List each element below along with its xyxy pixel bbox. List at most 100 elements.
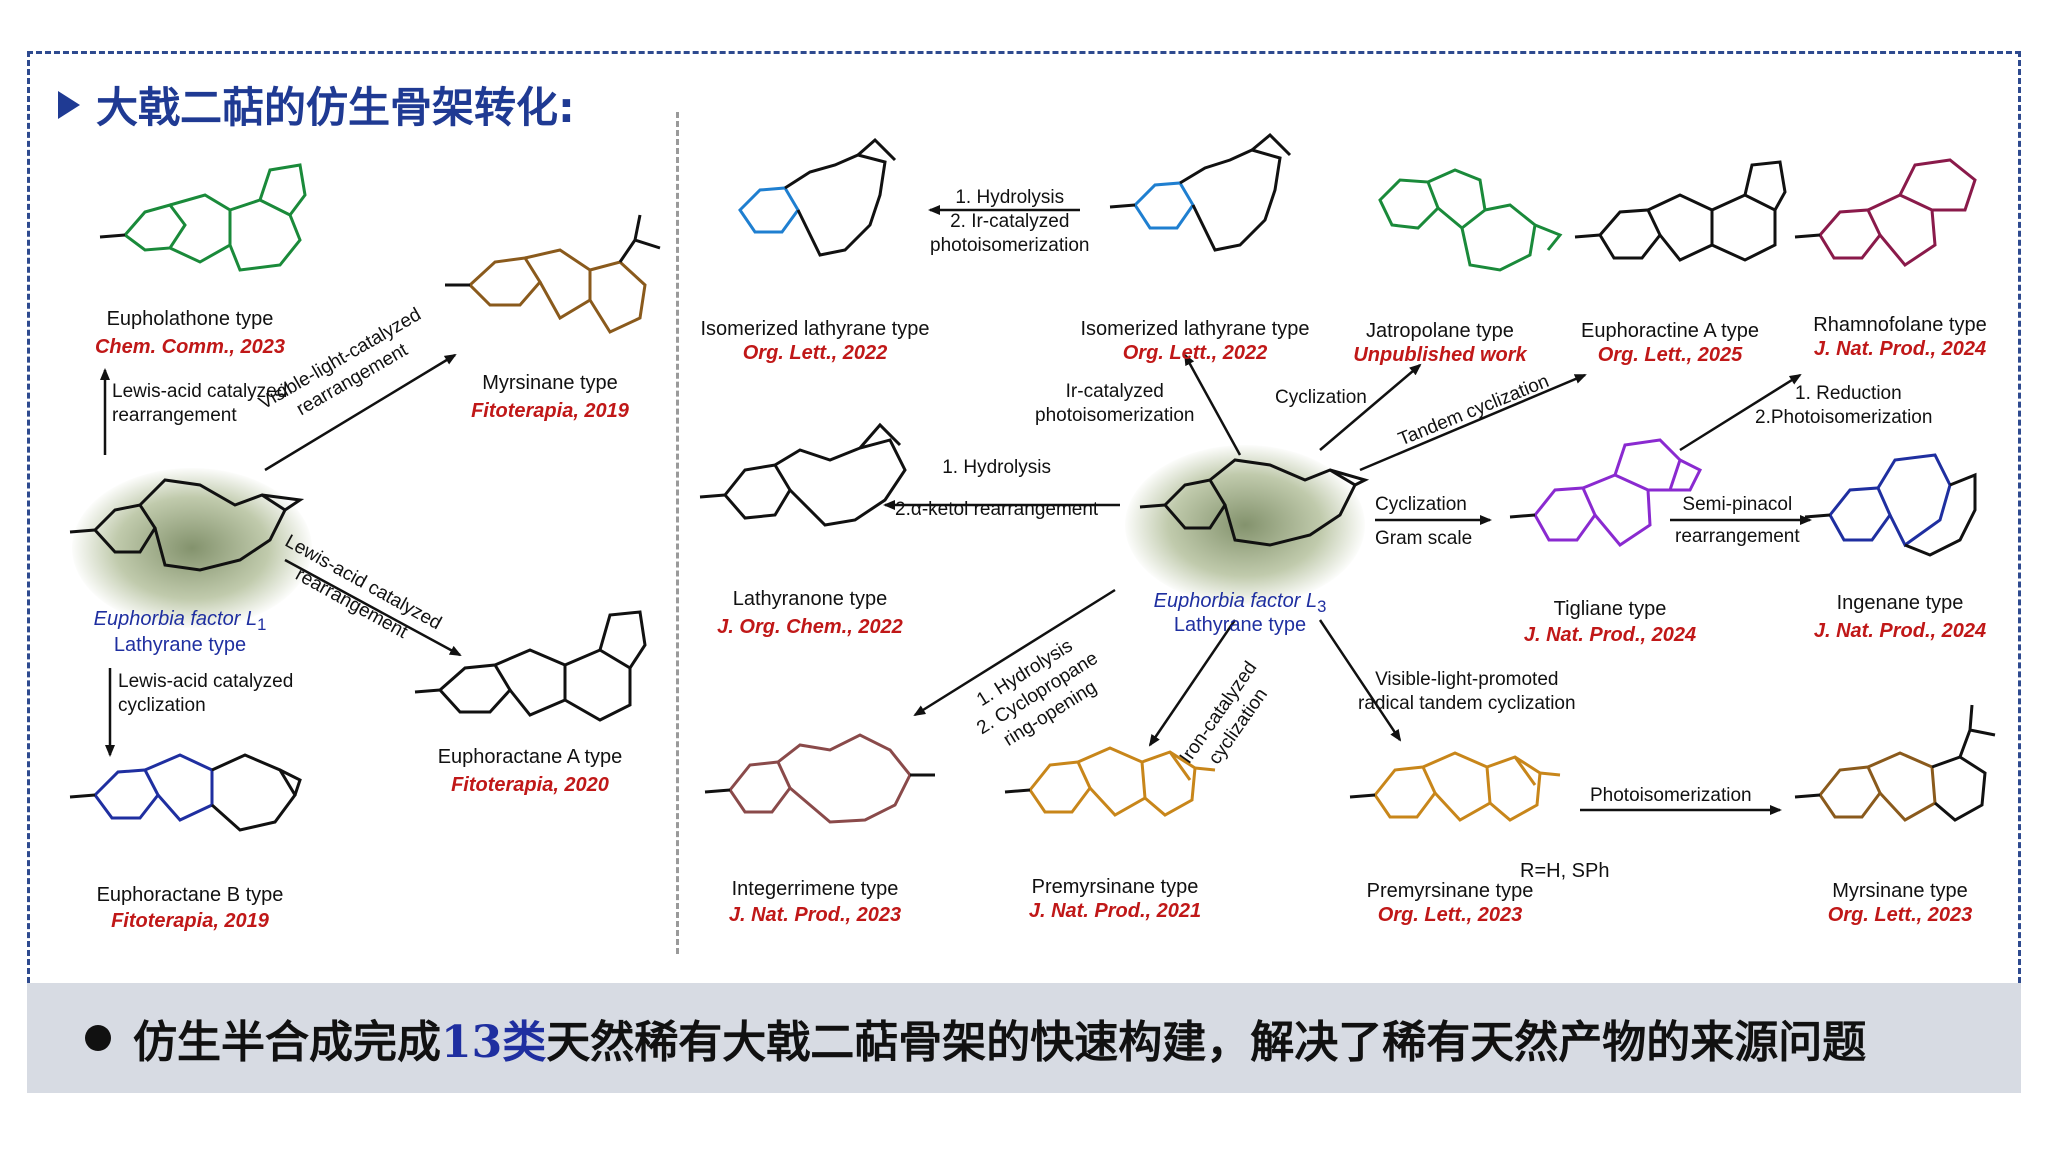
- l3-type: Lathyrane type: [1173, 614, 1307, 636]
- cond-line: Gram scale: [1375, 527, 1473, 549]
- compound-ref-isomerized-2: Org. Lett., 2022: [1122, 342, 1268, 364]
- compound-ref-myrsinane-1: Fitoterapia, 2019: [471, 400, 629, 422]
- cond-visible-tandem: Visible-light-promoted radical tandem cy…: [1358, 668, 1576, 716]
- structure-euphoractane-a: [437, 610, 647, 722]
- compound-ref-premyrsinane-2: Org. Lett., 2023: [1377, 904, 1523, 926]
- substituent-r-definition: R=H, SPh: [1520, 860, 1610, 882]
- bullet-triangle-icon: [58, 90, 80, 119]
- cond-cyclization: Cyclization: [1275, 387, 1367, 408]
- structure-integerrimene: [728, 733, 912, 824]
- compound-ref-eupholathone: Chem. Comm., 2023: [94, 336, 286, 358]
- structure-euphoractine-a: [1598, 160, 1787, 262]
- title-text: 大戟二萜的仿生骨架转化:: [96, 83, 575, 132]
- compound-ref-euphoractane-a: Fitoterapia, 2020: [451, 774, 609, 796]
- compound-ref-rhamnofolane: J. Nat. Prod., 2024: [1813, 338, 1987, 360]
- structure-myrsinane-2: [1818, 751, 1937, 822]
- structure-isomerized-2: [1133, 181, 1195, 230]
- structure-lathyranone: [723, 422, 907, 527]
- slide-title: 大戟二萜的仿生骨架转化:: [58, 74, 575, 135]
- cond-line: photoisomerization: [1035, 404, 1195, 426]
- cond-photoisomerization: Photoisomerization: [1590, 785, 1752, 806]
- l1-name-text: Euphorbia factor L: [93, 608, 258, 630]
- summary-post: 天然稀有大戟二萜骨架的快速构建，解决了稀有天然产物的来源问题: [546, 1017, 1867, 1068]
- structure-euphoractane-b: [93, 753, 214, 822]
- cond-hydrolysis-ketol: 1. Hydrolysis 2.α-ketol rearrangement: [895, 457, 1099, 522]
- structure-myrsinane-1: [467, 248, 647, 334]
- cond-line: Cyclization: [1375, 494, 1467, 515]
- bullet-dot-icon: [85, 1025, 111, 1051]
- compound-name-integerrimene: Integerrimene type: [731, 878, 899, 900]
- compound-name-premyrsinane-2: Premyrsinane type: [1366, 880, 1534, 902]
- cond-cyclization-gram: Cyclization Gram scale: [1375, 494, 1473, 551]
- cond-line: 1. Hydrolysis: [942, 457, 1051, 478]
- summary-text: 仿生半合成完成13类天然稀有大戟二萜骨架的快速构建，解决了稀有天然产物的来源问题: [133, 1006, 1866, 1070]
- cond-hydrolysis-ir: 1. Hydrolysis 2. Ir-catalyzed photoisome…: [930, 186, 1089, 257]
- structure-jatropolane: [1378, 168, 1563, 272]
- compound-ref-myrsinane-2: Org. Lett., 2023: [1827, 904, 1973, 926]
- structure-l1: [92, 478, 305, 572]
- cond-lewis-cyclization: Lewis-acid catalyzed cyclization: [118, 670, 293, 718]
- compound-name-isomerized-1: Isomerized lathyrane type: [700, 318, 930, 340]
- compound-ref-premyrsinane-1: J. Nat. Prod., 2021: [1028, 900, 1202, 922]
- compound-name-tigliane: Tigliane type: [1553, 598, 1667, 620]
- l1-subscript: 1: [257, 615, 267, 634]
- cond-line: Ir-catalyzed: [1065, 381, 1164, 402]
- cond-line: radical tandem cyclization: [1358, 692, 1576, 714]
- compound-name-eupholathone: Eupholathone type: [106, 308, 274, 330]
- cond-line: 1. Hydrolysis: [955, 187, 1065, 208]
- compound-name-rhamnofolane: Rhamnofolane type: [1813, 314, 1987, 336]
- l1-name: Euphorbia factor L1: [80, 608, 280, 634]
- compound-name-premyrsinane-1: Premyrsinane type: [1031, 876, 1199, 898]
- cond-line: 2.Photoisomerization: [1755, 406, 1933, 428]
- compound-ref-tigliane: J. Nat. Prod., 2024: [1523, 624, 1697, 646]
- cond-semipinacol: Semi-pinacol rearrangement: [1675, 494, 1800, 549]
- cond-line: 1. Reduction: [1795, 383, 1902, 404]
- compound-ref-isomerized-1: Org. Lett., 2022: [742, 342, 888, 364]
- cond-line: 2.α-ketol rearrangement: [895, 498, 1099, 520]
- structure-isomerized-1: [738, 186, 800, 234]
- compound-ref-euphoractane-b: Fitoterapia, 2019: [111, 910, 269, 932]
- compound-ref-jatropolane: Unpublished work: [1353, 344, 1527, 366]
- structure-eupholathone: [122, 163, 307, 272]
- compound-ref-integerrimene: J. Nat. Prod., 2023: [728, 904, 902, 926]
- compound-name-lathyranone: Lathyranone type: [732, 588, 888, 610]
- compound-name-ingenane: Ingenane type: [1836, 592, 1964, 614]
- compound-name-euphoractane-a: Euphoractane A type: [437, 746, 623, 768]
- compound-name-euphoractane-b: Euphoractane B type: [96, 884, 284, 906]
- compound-ref-ingenane: J. Nat. Prod., 2024: [1813, 620, 1987, 642]
- cond-line: rearrangement: [1675, 525, 1800, 547]
- cond-line: photoisomerization: [930, 234, 1090, 256]
- cond-reduction-photo: 1. Reduction 2.Photoisomerization: [1755, 382, 1932, 430]
- l3-name-text: Euphorbia factor L: [1153, 590, 1318, 612]
- cond-lewis-rearrangement: Lewis-acid catalyzed rearrangement: [112, 380, 287, 428]
- cond-line: Semi-pinacol: [1682, 494, 1793, 515]
- structure-tigliane: [1533, 438, 1703, 547]
- l3-name: Euphorbia factor L3: [1130, 590, 1350, 616]
- compound-name-isomerized-2: Isomerized lathyrane type: [1080, 318, 1310, 340]
- l1-type: Lathyrane type: [113, 634, 247, 656]
- compound-ref-euphoractine-a: Org. Lett., 2025: [1597, 344, 1743, 366]
- structure-ingenane: [1828, 453, 1952, 548]
- cond-line: 2. Ir-catalyzed: [950, 210, 1070, 232]
- cond-line: Lewis-acid catalyzed: [112, 381, 288, 402]
- compound-ref-lathyranone: J. Org. Chem., 2022: [717, 616, 903, 638]
- compound-name-jatropolane: Jatropolane type: [1366, 320, 1514, 342]
- summary-banner: 仿生半合成完成13类天然稀有大戟二萜骨架的快速构建，解决了稀有天然产物的来源问题: [27, 983, 2021, 1093]
- structure-rhamnofolane: [1818, 158, 1977, 267]
- cond-line: Visible-light-promoted: [1375, 669, 1559, 690]
- cond-line: Lewis-acid catalyzed: [118, 671, 294, 692]
- vertical-separator: [676, 112, 679, 954]
- structure-l3: [1162, 458, 1370, 547]
- structure-premyrsinane-2: [1373, 751, 1561, 822]
- compound-name-myrsinane-1: Myrsinane type: [482, 372, 618, 394]
- cond-line: rearrangement: [112, 404, 237, 426]
- summary-pre: 仿生半合成完成: [133, 1017, 441, 1068]
- l3-subscript: 3: [1317, 597, 1327, 616]
- cond-line: cyclization: [118, 694, 206, 716]
- cond-ir-photoisomerization: Ir-catalyzed photoisomerization: [1035, 380, 1194, 428]
- structure-premyrsinane-1: [1028, 746, 1216, 817]
- summary-highlight: 13类: [441, 1017, 547, 1068]
- compound-name-euphoractine-a: Euphoractine A type: [1581, 320, 1759, 342]
- compound-name-myrsinane-2: Myrsinane type: [1832, 880, 1968, 902]
